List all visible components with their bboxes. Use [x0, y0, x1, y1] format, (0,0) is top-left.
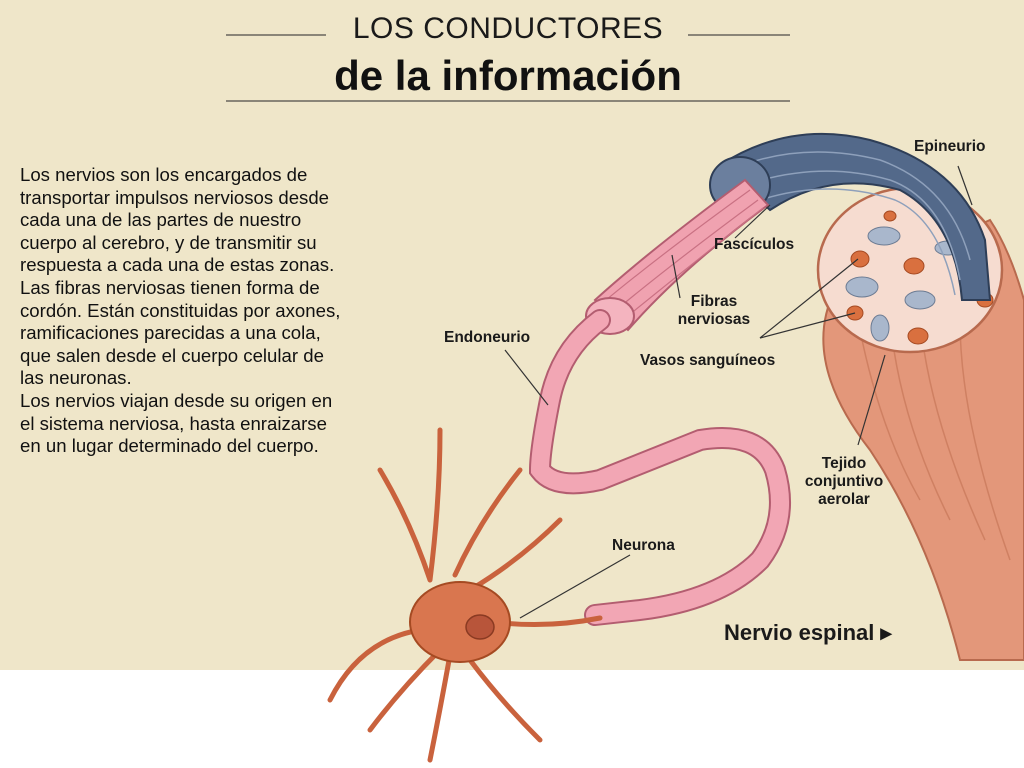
label-neurona: Neurona: [612, 537, 675, 554]
title-rule-right: [688, 34, 790, 36]
label-tejido-conjuntivo: Tejido conjuntivo aerolar: [804, 455, 884, 508]
title-rule-bottom: [226, 100, 790, 102]
label-vasos-sanguineos: Vasos sanguíneos: [640, 352, 776, 369]
label-endoneurio: Endoneurio: [444, 329, 531, 346]
spinal-nerve: [816, 186, 1024, 661]
body-text: Los nervios son los encargados de transp…: [20, 164, 350, 458]
body-paragraph-1: Los nervios son los encargados de transp…: [20, 164, 341, 389]
label-nervio-espinal: Nervio espinal ▸: [724, 620, 892, 645]
title-top: LOS CONDUCTORES: [352, 12, 664, 45]
blood-vessels: [845, 210, 994, 345]
leader-lines: [504, 165, 973, 619]
axon: [528, 309, 791, 626]
label-fibras-nerviosas: Fibras nerviosas: [677, 293, 751, 328]
label-epineurio: Epineurio: [914, 138, 986, 155]
body-paragraph-2: Los nervios viajan desde su origen en el…: [20, 389, 333, 457]
page-title: de la información: [334, 52, 682, 99]
neuron: [327, 427, 603, 763]
title-rule-left: [226, 34, 326, 36]
label-fasciculos: Fascículos: [714, 236, 795, 253]
